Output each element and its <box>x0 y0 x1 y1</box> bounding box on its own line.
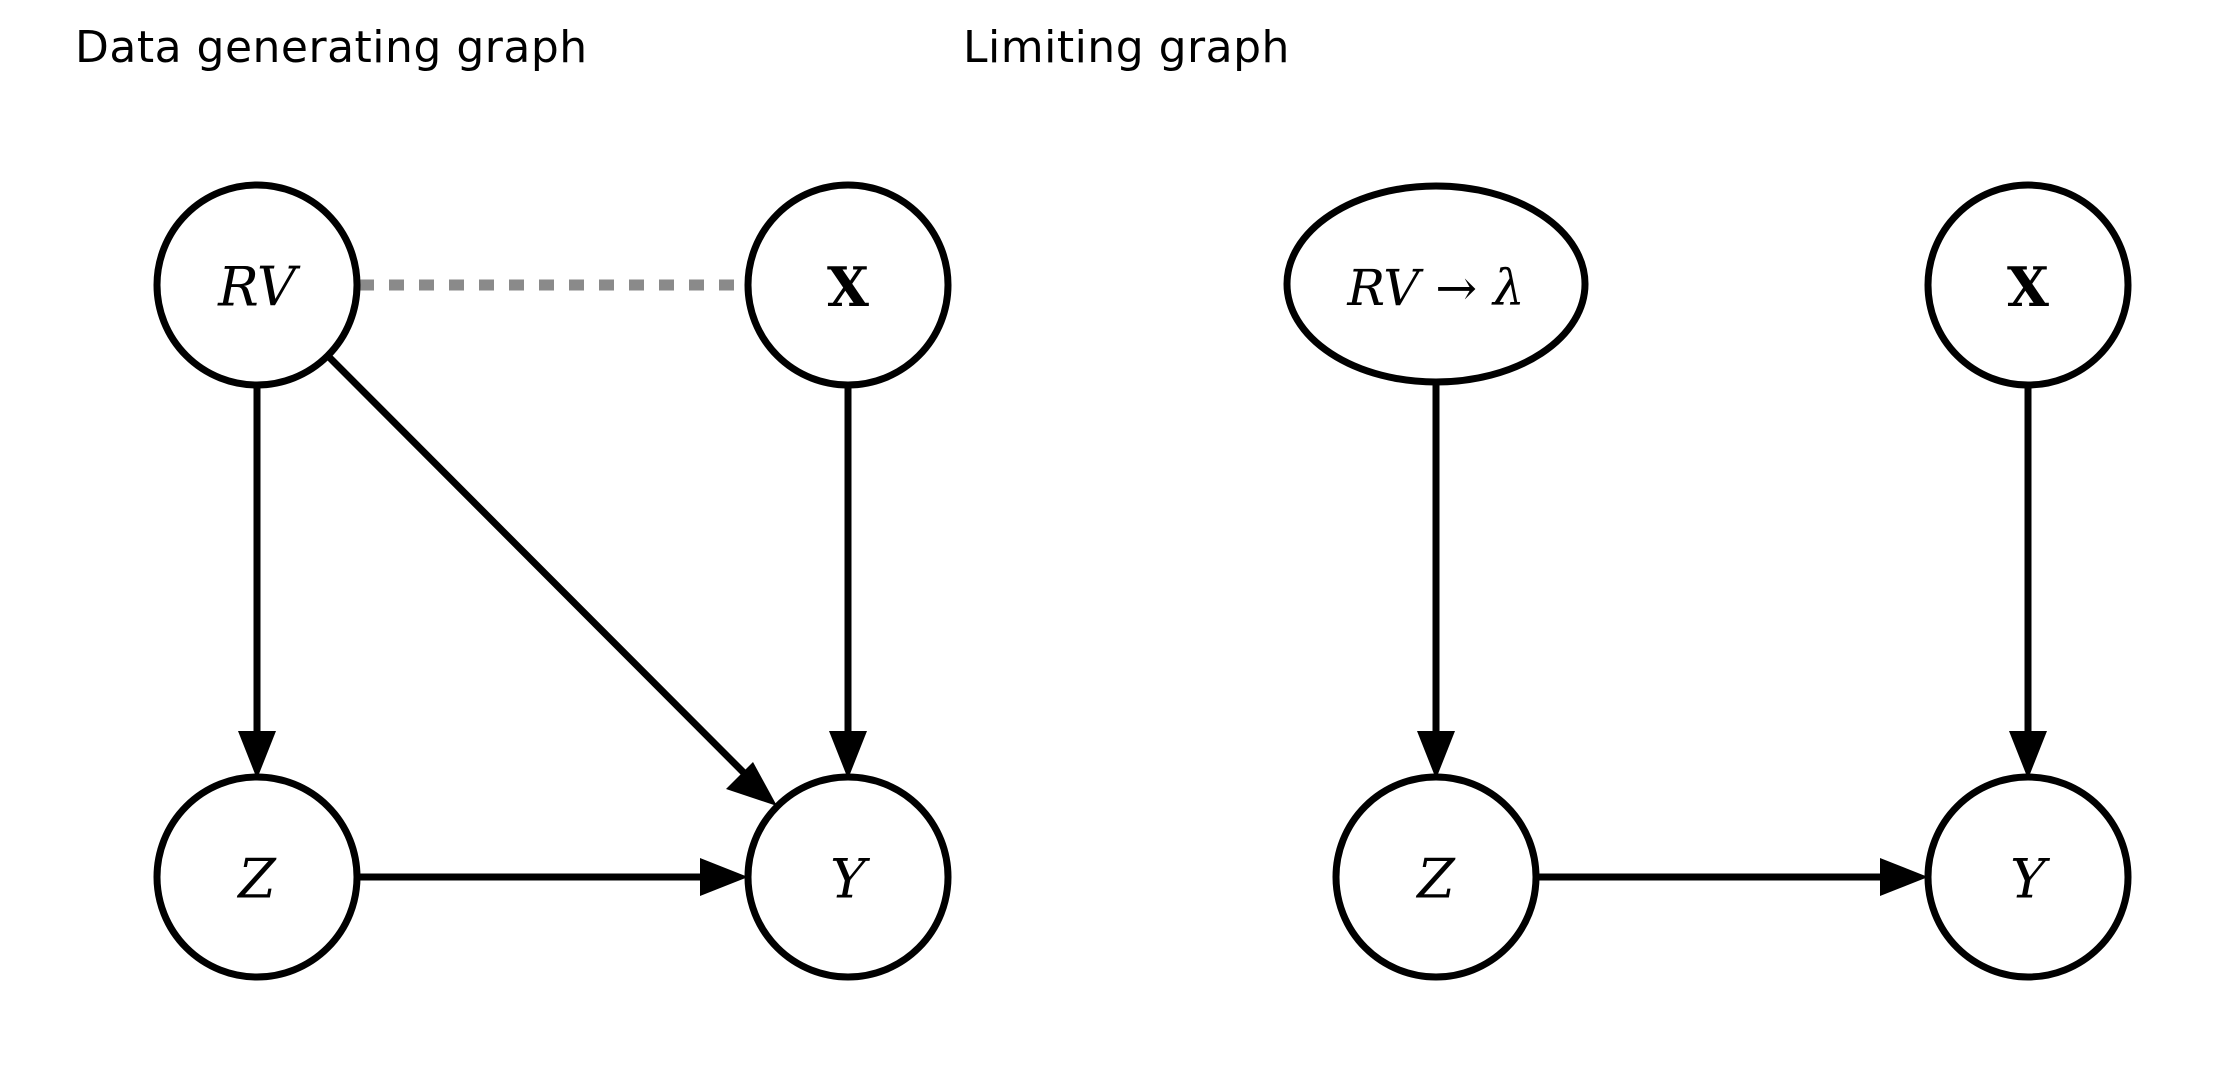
edge-x2-to-y2 <box>2009 386 2047 779</box>
panel-limiting: RV → λ X Z Y <box>1283 181 2132 981</box>
edge-rv-to-y <box>325 353 777 806</box>
edge-x-to-y <box>829 386 867 779</box>
node-rv-label: RV <box>217 256 301 319</box>
node-x-label: X <box>827 255 869 319</box>
node-z-limiting-label: Z <box>1415 848 1456 911</box>
node-z-limiting[interactable]: Z <box>1332 773 1540 981</box>
node-x-limiting[interactable]: X <box>1924 181 2132 389</box>
panel-title-data-generating: Data generating graph <box>75 22 588 73</box>
node-y-label: Y <box>830 848 870 911</box>
node-rv[interactable]: RV <box>153 181 361 389</box>
node-x-limiting-label: X <box>2007 255 2049 319</box>
node-rv-lambda-label: RV → λ <box>1346 259 1524 317</box>
node-x[interactable]: X <box>744 181 952 389</box>
node-z[interactable]: Z <box>153 773 361 981</box>
panel-title-limiting: Limiting graph <box>963 22 1290 73</box>
panel-data-generating: RV X Z Y <box>153 181 952 981</box>
node-y-limiting[interactable]: Y <box>1924 773 2132 981</box>
node-z-label: Z <box>236 848 277 911</box>
edge-rvlambda-to-z2 <box>1417 383 1455 779</box>
node-rv-lambda[interactable]: RV → λ <box>1283 182 1589 386</box>
node-y-limiting-label: Y <box>2010 848 2050 911</box>
edge-z2-to-y2 <box>1537 858 1928 896</box>
edge-z-to-y <box>358 858 748 896</box>
edge-rv-to-z <box>238 386 276 779</box>
node-y[interactable]: Y <box>744 773 952 981</box>
